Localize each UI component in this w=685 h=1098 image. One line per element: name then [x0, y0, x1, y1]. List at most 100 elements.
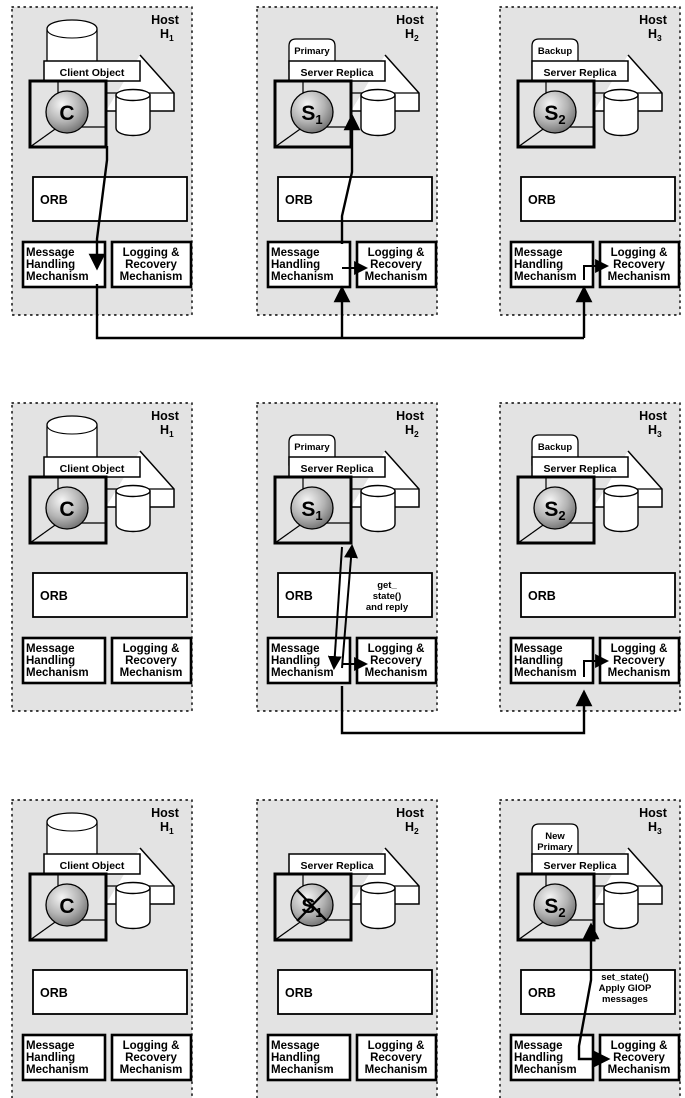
- message-handling-label: Message: [514, 643, 563, 655]
- logging-recovery-label: Logging &: [611, 643, 668, 655]
- logging-recovery-label: Recovery: [125, 655, 177, 667]
- message-handling-label: Mechanism: [271, 271, 334, 283]
- object-label: Server Replica: [544, 67, 617, 79]
- logging-recovery-label: Logging &: [123, 643, 180, 655]
- orb-label: ORB: [285, 986, 313, 1000]
- host-number: 2: [414, 33, 419, 43]
- replica-role-label: Primary: [294, 46, 330, 57]
- message-handling-label: Mechanism: [514, 271, 577, 283]
- message-handling-label: Message: [26, 1040, 75, 1052]
- database-cylinder-top: [361, 90, 395, 101]
- message-handling-label: Mechanism: [26, 271, 89, 283]
- logging-recovery-label: Mechanism: [365, 1064, 428, 1076]
- host-panel-3-1: HostH1Client ObjectCORBMessageHandlingMe…: [12, 800, 192, 1098]
- message-handling-label: Mechanism: [26, 1064, 89, 1076]
- orb-label: ORB: [40, 589, 68, 603]
- message-handling-label: Mechanism: [514, 1064, 577, 1076]
- message-handling-label: Message: [26, 247, 75, 259]
- operation-note: and reply: [366, 602, 409, 613]
- orb-label: ORB: [285, 193, 313, 207]
- object-label: Server Replica: [301, 67, 374, 79]
- logging-recovery-label: Logging &: [368, 247, 425, 259]
- host-number: 1: [169, 429, 174, 439]
- object-replica-number: 1: [315, 508, 322, 523]
- database-cylinder-top: [116, 90, 150, 101]
- logging-recovery-label: Mechanism: [365, 271, 428, 283]
- operation-note: Apply GIOP: [599, 983, 652, 994]
- logging-recovery-label: Logging &: [611, 1040, 668, 1052]
- message-handling-label: Mechanism: [271, 1064, 334, 1076]
- logging-recovery-label: Mechanism: [120, 271, 183, 283]
- orb-label: ORB: [40, 986, 68, 1000]
- object-label: Server Replica: [544, 463, 617, 475]
- object-glyph: C: [59, 498, 74, 521]
- object-glyph: C: [59, 102, 74, 125]
- host-number: 3: [657, 33, 662, 43]
- logging-recovery-label: Recovery: [613, 259, 665, 271]
- host-title: Host: [396, 13, 425, 27]
- object-letter: C: [59, 102, 74, 125]
- message-handling-label: Message: [271, 247, 320, 259]
- operation-note: get_: [377, 580, 397, 591]
- logging-recovery-label: Logging &: [123, 247, 180, 259]
- object-label: Server Replica: [301, 860, 374, 872]
- object-letter: S: [544, 895, 558, 918]
- message-handling-label: Mechanism: [271, 667, 334, 679]
- message-handling-label: Handling: [271, 1052, 320, 1064]
- logging-recovery-label: Recovery: [613, 655, 665, 667]
- object-glyph: C: [59, 895, 74, 918]
- database-cylinder-top: [116, 486, 150, 497]
- message-handling-label: Message: [271, 643, 320, 655]
- object-letter: C: [59, 895, 74, 918]
- message-handling-label: Handling: [26, 259, 75, 271]
- host-title: Host: [151, 13, 180, 27]
- message-handling-label: Message: [514, 1040, 563, 1052]
- object-label: Client Object: [60, 67, 125, 79]
- logging-recovery-label: Recovery: [125, 259, 177, 271]
- database-cylinder-top: [604, 90, 638, 101]
- logging-recovery-label: Recovery: [370, 655, 422, 667]
- logging-recovery-label: Logging &: [611, 247, 668, 259]
- logging-recovery-label: Mechanism: [365, 667, 428, 679]
- replica-role-label: New: [545, 831, 565, 842]
- host-number: 2: [414, 826, 419, 836]
- host-title: Host: [639, 13, 668, 27]
- logging-recovery-label: Mechanism: [608, 1064, 671, 1076]
- orb-label: ORB: [528, 986, 556, 1000]
- host-title: Host: [151, 409, 180, 423]
- host-panel-2-1: HostH1Client ObjectCORBMessageHandlingMe…: [12, 403, 192, 711]
- logging-recovery-label: Mechanism: [120, 667, 183, 679]
- host-panel-3-2: HostH2Server ReplicaS1ORBMessageHandling…: [257, 800, 437, 1098]
- object-replica-number: 2: [558, 112, 565, 127]
- host-number: 2: [414, 429, 419, 439]
- replica-role-label: Primary: [294, 442, 330, 453]
- logging-recovery-label: Logging &: [368, 1040, 425, 1052]
- logging-recovery-label: Logging &: [368, 643, 425, 655]
- host-title: Host: [639, 409, 668, 423]
- message-handling-label: Handling: [514, 655, 563, 667]
- replica-role-label: Primary: [537, 842, 573, 853]
- object-replica-number: 2: [558, 905, 565, 920]
- object-label: Server Replica: [301, 463, 374, 475]
- object-letter: C: [59, 498, 74, 521]
- host-title: Host: [639, 806, 668, 820]
- operation-note: messages: [602, 994, 648, 1005]
- operation-note: set_state(): [601, 972, 649, 983]
- host-number: 3: [657, 429, 662, 439]
- orb-label: ORB: [40, 193, 68, 207]
- replica-role-label: Backup: [538, 442, 573, 453]
- logging-recovery-label: Recovery: [125, 1052, 177, 1064]
- message-handling-label: Handling: [26, 655, 75, 667]
- message-handling-label: Mechanism: [514, 667, 577, 679]
- database-cylinder-top: [361, 486, 395, 497]
- logging-recovery-label: Recovery: [370, 1052, 422, 1064]
- logging-recovery-label: Mechanism: [608, 271, 671, 283]
- orb-label: ORB: [528, 193, 556, 207]
- operation-note: state(): [373, 591, 402, 602]
- database-cylinder-top: [604, 883, 638, 894]
- object-replica-number: 1: [315, 112, 322, 127]
